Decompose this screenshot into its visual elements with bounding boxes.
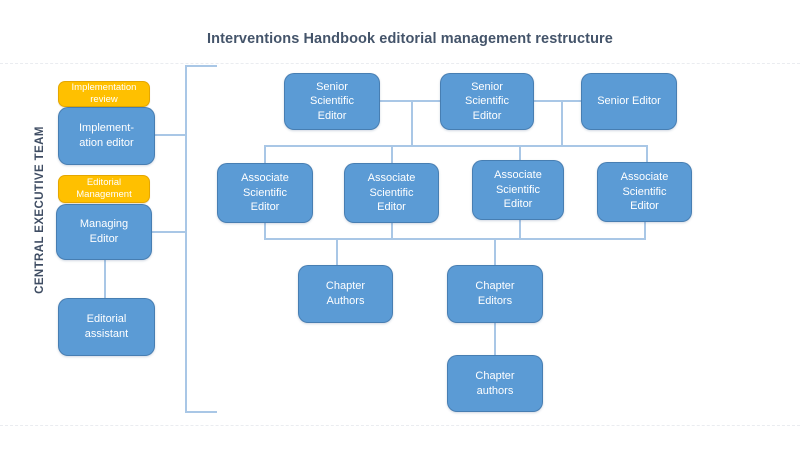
connector-segment <box>494 238 496 265</box>
node-senior-editor: Senior Editor <box>581 73 677 130</box>
node-associate-scientific-editor-1: Associate Scientific Editor <box>217 163 313 223</box>
node-associate-scientific-editor-2: Associate Scientific Editor <box>344 163 439 223</box>
connector-segment <box>264 145 648 147</box>
node-senior-scientific-editor-1: Senior Scientific Editor <box>284 73 380 130</box>
node-managing-editor: Managing Editor <box>56 204 152 260</box>
node-chapter-authors-upper: Chapter Authors <box>298 265 393 323</box>
connector-segment <box>646 145 648 162</box>
diagram-title: Interventions Handbook editorial managem… <box>207 31 613 47</box>
connector-segment <box>185 65 187 413</box>
node-chapter-editors: Chapter Editors <box>447 265 543 323</box>
connector-segment <box>519 145 521 160</box>
connector-segment <box>155 134 185 136</box>
connector-segment <box>561 100 563 146</box>
node-senior-scientific-editor-2: Senior Scientific Editor <box>440 73 534 130</box>
node-associate-scientific-editor-4: Associate Scientific Editor <box>597 162 692 222</box>
node-chapter-authors-lower: Chapter authors <box>447 355 543 412</box>
connector-segment <box>264 223 266 239</box>
central-executive-team-label: CENTRAL EXECUTIVE TEAM <box>34 126 46 294</box>
connector-segment <box>391 145 393 163</box>
connector-segment <box>519 220 521 239</box>
node-tag-editorial-management: Editorial Management <box>58 175 150 203</box>
connector-segment <box>185 411 217 413</box>
connector-segment <box>152 231 185 233</box>
connector-segment <box>644 222 646 239</box>
connector-segment <box>411 100 413 146</box>
connector-segment <box>494 323 496 355</box>
divider-line-bottom <box>0 425 800 426</box>
connector-segment <box>264 238 646 240</box>
connector-segment <box>336 238 338 265</box>
connector-segment <box>185 65 217 67</box>
connector-segment <box>264 145 266 163</box>
divider-line-top <box>0 63 800 64</box>
node-editorial-assistant: Editorial assistant <box>58 298 155 356</box>
node-implementation-editor: Implement- ation editor <box>58 107 155 165</box>
connector-segment <box>391 223 393 239</box>
connector-segment <box>104 260 106 298</box>
connector-segment <box>380 100 440 102</box>
connector-segment <box>534 100 581 102</box>
node-tag-implementation-review: Implementation review <box>58 81 150 107</box>
node-associate-scientific-editor-3: Associate Scientific Editor <box>472 160 564 220</box>
